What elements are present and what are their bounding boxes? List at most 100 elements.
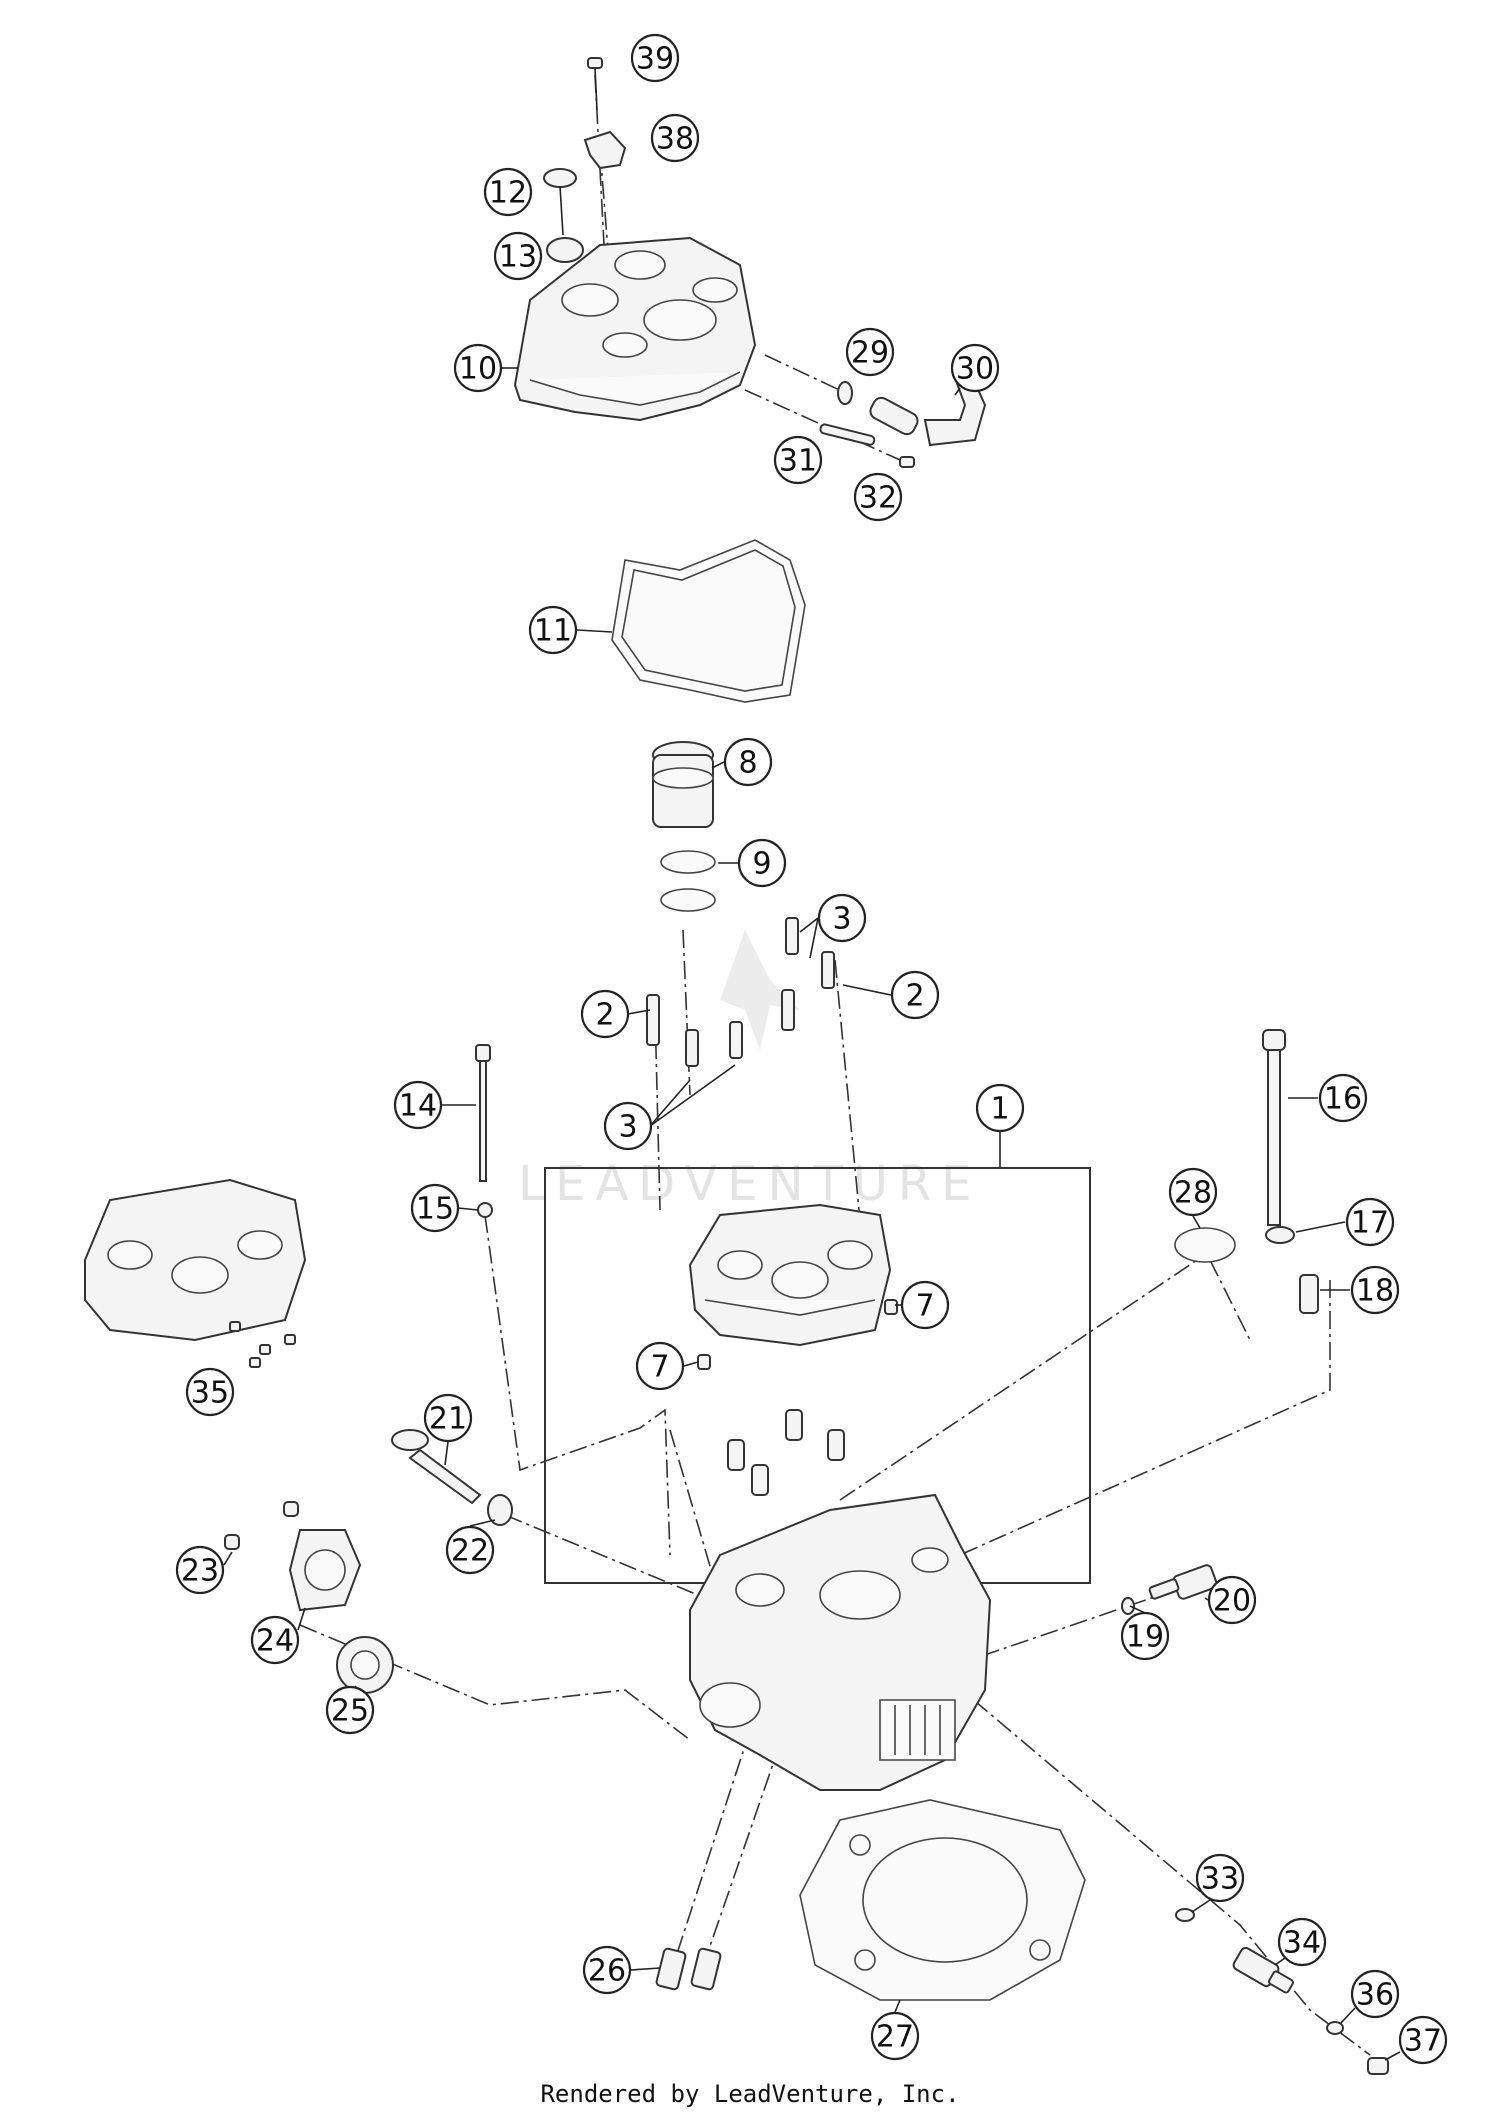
washer-15	[477, 1202, 493, 1218]
callout-number: 17	[1351, 1206, 1389, 1241]
callout-number: 22	[451, 1534, 489, 1569]
callout-number: 13	[499, 240, 537, 275]
leader-27	[894, 1999, 901, 2013]
leader-20	[1204, 1597, 1209, 1601]
callout-number: 20	[1213, 1584, 1251, 1619]
callout-circle	[423, 1393, 473, 1443]
leader-34	[1274, 1957, 1286, 1966]
callout-3: 3	[603, 1101, 653, 1151]
callout-3: 3	[817, 893, 867, 943]
thermostat-25	[336, 1636, 394, 1694]
callout-circle	[853, 472, 903, 522]
dowel-7-left	[697, 1354, 711, 1370]
dowel-7-right	[884, 1299, 898, 1315]
callout-29: 29	[845, 327, 895, 377]
dowel-pins-26	[655, 1947, 722, 1991]
callout-13: 13	[493, 231, 543, 281]
callout-27: 27	[870, 2011, 920, 2061]
callout-22: 22	[445, 1525, 495, 1575]
callout-circle	[1318, 1073, 1368, 1123]
valve-cover-10	[513, 236, 757, 422]
callout-16: 16	[1318, 1073, 1368, 1123]
callout-number: 14	[399, 1089, 437, 1124]
grommet-13	[546, 237, 584, 263]
callout-circle	[635, 1341, 685, 1391]
bolt-24-screw	[283, 1501, 299, 1517]
valve-cover-gasket-11	[611, 539, 806, 703]
callout-number: 23	[181, 1554, 219, 1589]
callout-circle	[890, 970, 940, 1020]
washer-19	[1121, 1597, 1135, 1615]
callout-number: 26	[588, 1954, 626, 1989]
callout-circle	[950, 343, 1000, 393]
callout-number: 19	[1126, 1620, 1164, 1655]
callout-34: 34	[1277, 1917, 1327, 1967]
long-bolt-14	[475, 1044, 491, 1182]
sleeve-18	[1299, 1274, 1319, 1314]
callout-number: 27	[876, 2020, 914, 2055]
washer-36	[1326, 2021, 1344, 2035]
callout-circle	[773, 435, 823, 485]
leader-15	[457, 1207, 479, 1211]
callout-number: 1	[990, 1092, 1009, 1127]
valve-seal-22	[487, 1494, 513, 1526]
callout-circle	[393, 1080, 443, 1130]
callout-number: 3	[618, 1110, 637, 1145]
callout-number: 15	[416, 1192, 454, 1227]
callout-circle	[580, 989, 630, 1039]
callout-number: 7	[915, 1289, 934, 1324]
callout-14: 14	[393, 1080, 443, 1130]
temp-sensor-20	[1148, 1564, 1218, 1600]
callout-number: 9	[752, 847, 771, 882]
head-gasket-27	[799, 1799, 1086, 2001]
leader-28	[1192, 1215, 1201, 1229]
leader-19	[1129, 1605, 1146, 1614]
valve-21	[391, 1429, 482, 1505]
callout-10: 10	[453, 343, 503, 393]
callout-circle	[817, 893, 867, 943]
callout-circle	[528, 605, 578, 655]
callout-circle	[445, 1525, 495, 1575]
callout-circle	[185, 1367, 235, 1417]
callout-number: 29	[851, 336, 889, 371]
callout-number: 32	[859, 481, 897, 516]
callout-number: 38	[656, 122, 694, 157]
callout-number: 10	[459, 352, 497, 387]
washer-29	[837, 381, 853, 405]
callout-circle	[1195, 1853, 1245, 1903]
clip-38	[583, 130, 627, 170]
callout-number: 37	[1404, 2024, 1442, 2059]
callout-23: 23	[175, 1545, 225, 1595]
bolts-2-3-lower	[646, 994, 743, 1067]
leader-33	[1191, 1899, 1211, 1913]
callout-circle	[175, 1545, 225, 1595]
callout-36: 36	[1350, 1969, 1400, 2019]
callout-circle	[975, 1083, 1025, 1133]
callout-15: 15	[410, 1183, 460, 1233]
callout-number: 21	[429, 1402, 467, 1437]
callout-circle	[483, 167, 533, 217]
callout-19: 19	[1120, 1611, 1170, 1661]
callout-circle	[723, 737, 773, 787]
callout-circle	[870, 2011, 920, 2061]
bolt-12	[543, 168, 577, 236]
callout-circle	[453, 343, 503, 393]
callout-circle	[582, 1945, 632, 1995]
callout-number: 16	[1324, 1082, 1362, 1117]
leader-26	[630, 1967, 661, 1971]
leader-21	[444, 1441, 449, 1466]
callout-33: 33	[1195, 1853, 1245, 1903]
callout-number: 35	[191, 1376, 229, 1411]
callout-circle	[250, 1615, 300, 1665]
leader-8	[711, 761, 725, 769]
washer-33	[1175, 1908, 1195, 1922]
callout-number: 2	[595, 998, 614, 1033]
thermostat-housing-24	[288, 1529, 362, 1612]
leader-2-left	[627, 1009, 651, 1015]
callout-8: 8	[723, 737, 773, 787]
callout-number: 18	[1356, 1274, 1394, 1309]
bolts-2-3-upper	[781, 917, 835, 1031]
callout-number: 33	[1201, 1862, 1239, 1897]
leader-22	[469, 1519, 496, 1527]
leader-11	[576, 629, 613, 633]
